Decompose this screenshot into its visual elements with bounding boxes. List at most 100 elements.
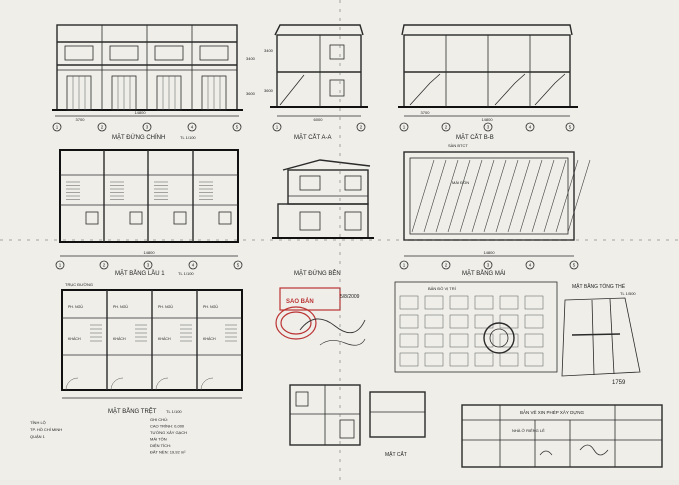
map-block xyxy=(524,295,544,310)
axis-label: 5 xyxy=(569,125,572,130)
title-block: BẢN VẼ XIN PHÉP XÂY DỰNG NHÀ Ở RIÊNG LẺ xyxy=(461,404,663,468)
left-note-line: TỈNH LỘ xyxy=(30,420,46,425)
note-line: DIỆN TÍCH: xyxy=(150,443,171,448)
axis-label: 1 xyxy=(403,263,406,268)
ground-title: MẶT BẰNG TRỆT xyxy=(108,407,157,415)
map-title: BẢN ĐỒ VỊ TRÍ xyxy=(428,286,457,291)
room-label: KHÁCH xyxy=(68,337,81,341)
room-label: PH. NGỦ xyxy=(158,304,173,309)
floor1-plan: 14800 MẶT BẰNG LẦU 1 TL 1/100 xyxy=(59,149,239,277)
title-block-heading: BẢN VẼ XIN PHÉP XÂY DỰNG xyxy=(520,409,584,415)
wc xyxy=(129,211,143,225)
axis-bubble: 3 xyxy=(142,122,152,132)
left-notes: TỈNH LỘ TP. HỒ CHÍ MINH QUẬN 1 xyxy=(30,420,62,439)
section-aa-title: MẶT CẮT A-A xyxy=(294,133,331,141)
ground-road-label: TRỤC ĐƯỜNG xyxy=(65,282,93,287)
window xyxy=(64,45,94,61)
window xyxy=(199,45,229,61)
axis-bubble: 5 xyxy=(569,260,579,270)
left-note-line: TP. HỒ CHÍ MINH xyxy=(30,427,62,432)
axis-bubble: 2 xyxy=(441,260,451,270)
room-label: PH. NGỦ xyxy=(113,304,128,309)
axis-bubble: 1 xyxy=(272,122,282,132)
axis-bubble: 2 xyxy=(441,122,451,132)
wc xyxy=(85,211,99,225)
room-label: KHÁCH xyxy=(113,337,126,341)
dim-total: 14800 xyxy=(134,110,146,115)
map-block xyxy=(474,314,494,329)
map-block xyxy=(399,314,419,329)
section-aa-dim-bottom: 3600 xyxy=(264,88,274,93)
note-line: CAO TRÌNH: 0,000 xyxy=(150,424,185,429)
roof-slope xyxy=(483,159,507,233)
floor1-dim: 14800 xyxy=(143,250,155,255)
roof-slope xyxy=(567,159,591,233)
section-bb-dim-total: 14800 xyxy=(481,117,493,122)
axis-bubble: 1 xyxy=(399,122,409,132)
axis-label: 4 xyxy=(529,125,532,130)
roof-slope xyxy=(435,159,459,233)
axis-label: 1 xyxy=(276,125,279,130)
axis-bubble: 5 xyxy=(233,260,243,270)
axis-label: 3 xyxy=(487,263,490,268)
map-block xyxy=(449,314,469,329)
axis-bubble: 2 xyxy=(97,122,107,132)
axis-label: 3 xyxy=(487,125,490,130)
roof-label: MÁI ĐÓN xyxy=(452,180,469,185)
lot-number: 1759 xyxy=(612,380,626,386)
roof-slope xyxy=(519,159,543,233)
site-plan: MẶT BẰNG TỔNG THỂ TL 1/500 1759 xyxy=(561,282,641,386)
roof-slope xyxy=(423,159,447,233)
room-label: PH. NGỦ xyxy=(203,304,218,309)
front-elevation-scale: TL 1/100 xyxy=(180,135,196,140)
axis-bubble: 4 xyxy=(525,122,535,132)
axis-label: 2 xyxy=(101,125,104,130)
map-block xyxy=(524,352,544,367)
note-line: TƯỜNG XÂY GẠCH xyxy=(150,430,187,435)
axis-label: 2 xyxy=(445,263,448,268)
front-elevation-title: MẶT ĐỨNG CHÍNH xyxy=(112,134,165,141)
side-elevation: MẶT ĐỨNG BÊN xyxy=(272,159,374,277)
ground-scale: TL 1/100 xyxy=(166,409,182,414)
left-note-line: QUẬN 1 xyxy=(30,434,46,439)
axis-label: 3 xyxy=(146,125,149,130)
axis-label: 2 xyxy=(360,125,363,130)
axis-label: 5 xyxy=(236,125,239,130)
map-block xyxy=(499,295,519,310)
map-block xyxy=(524,333,544,348)
roof-slope xyxy=(555,159,579,233)
map-block xyxy=(449,295,469,310)
roof-slope xyxy=(543,159,567,233)
axis-label: 4 xyxy=(529,263,532,268)
map-block xyxy=(399,352,419,367)
axis-label: 1 xyxy=(403,125,406,130)
stamp-text: SAO BẢN xyxy=(286,298,314,305)
axis-label: 5 xyxy=(237,263,240,268)
detail-title: MẶT CẮT xyxy=(385,450,407,458)
section-aa: 3400 3600 6000 MẶT CẮT A-A xyxy=(264,24,368,141)
axis-bubble: 3 xyxy=(483,122,493,132)
roof-title: MẶT BẰNG MÁI xyxy=(462,269,506,277)
title-block-line: NHÀ Ở RIÊNG LẺ xyxy=(512,428,545,433)
side-elevation-title: MẶT ĐỨNG BÊN xyxy=(294,269,341,277)
site-plan-title: MẶT BẰNG TỔNG THỂ xyxy=(572,282,626,290)
section-bb-dim: 3700 xyxy=(421,110,431,115)
location-map: BẢN ĐỒ VỊ TRÍ xyxy=(394,281,558,373)
map-block xyxy=(499,352,519,367)
map-block xyxy=(524,314,544,329)
window xyxy=(109,45,139,61)
axis-bubble: 2 xyxy=(99,260,109,270)
map-block xyxy=(399,333,419,348)
map-block xyxy=(449,352,469,367)
room-label: KHÁCH xyxy=(203,337,216,341)
roof-slope xyxy=(411,159,435,233)
stamp-date: 5/8/2009 xyxy=(340,294,360,300)
section-aa-dim-depth: 6000 xyxy=(314,117,324,122)
axis-label: 2 xyxy=(103,263,106,268)
map-block xyxy=(499,314,519,329)
red-stamp: SAO BẢN 5/8/2009 xyxy=(275,287,366,346)
